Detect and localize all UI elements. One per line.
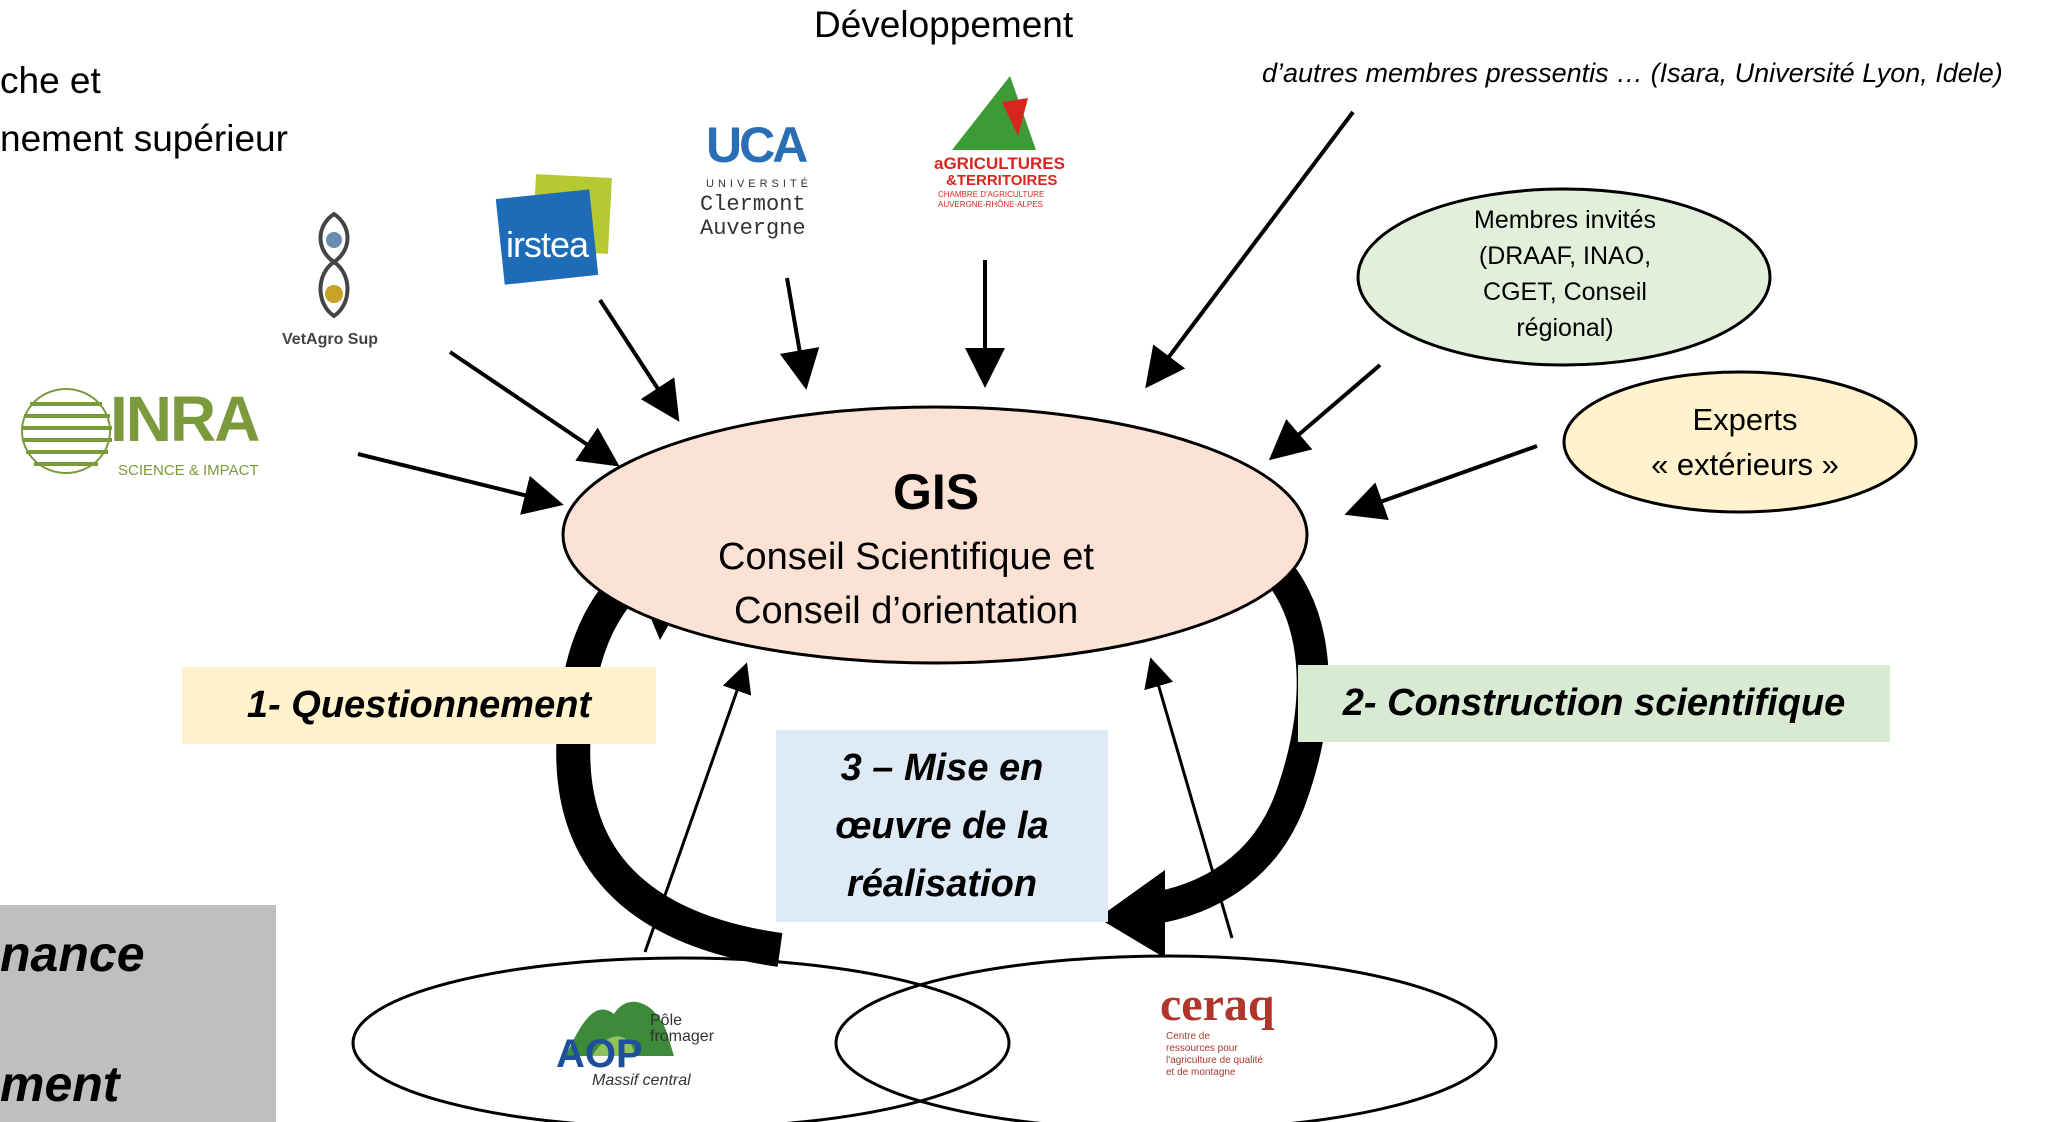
uca-line-1: UNIVERSITÉ bbox=[706, 178, 813, 190]
inra-logo: INRA SCIENCE & IMPACT bbox=[18, 382, 268, 492]
cycle-arrow-right-head bbox=[1098, 870, 1165, 958]
governance-line-2: ment bbox=[0, 1056, 120, 1112]
research-heading-line1: che et bbox=[0, 60, 101, 101]
ceraq-ellipse bbox=[834, 954, 1498, 1122]
vetagro-mark-icon bbox=[318, 211, 350, 319]
step-3-line-2: œuvre de la bbox=[835, 805, 1049, 847]
gis-title: GIS bbox=[893, 464, 980, 520]
step-2-text: 2- Construction scientifique bbox=[1342, 682, 1846, 724]
inra-tagline: SCIENCE & IMPACT bbox=[118, 462, 259, 479]
irstea-logo: irstea bbox=[495, 174, 614, 285]
invited-line-4: régional) bbox=[1516, 314, 1614, 342]
agri-line-4: AUVERGNE-RHÔNE-ALPES bbox=[938, 200, 1043, 209]
research-heading-line2: nement supérieur bbox=[0, 118, 288, 159]
inra-name: INRA bbox=[110, 383, 260, 455]
uca-mark: UCA bbox=[706, 117, 808, 173]
invited-line-1: Membres invités bbox=[1474, 206, 1656, 234]
invited-ellipse bbox=[1356, 187, 1772, 367]
aop-mountain-icon bbox=[566, 1001, 674, 1056]
arrow-irstea bbox=[598, 298, 680, 422]
arrow-invited bbox=[1268, 363, 1382, 461]
arrow-aop-to-gis bbox=[643, 662, 752, 953]
agri-line-1: aGRICULTURES bbox=[934, 154, 1065, 173]
uca-line-2: Clermont bbox=[700, 192, 806, 217]
invited-line-3: CGET, Conseil bbox=[1483, 278, 1647, 306]
arrow-inra bbox=[357, 452, 564, 515]
step-2-scientific-construction: 2- Construction scientifique bbox=[1298, 665, 1890, 742]
step-3-line-1: 3 – Mise en bbox=[840, 747, 1044, 789]
uca-logo: UCA UNIVERSITÉ Clermont Auvergne bbox=[700, 117, 832, 250]
arrow-ceraq-to-gis bbox=[1144, 657, 1234, 939]
gis-line2: Conseil d’orientation bbox=[734, 590, 1079, 632]
vetagro-logo: VetAgro Sup bbox=[270, 206, 400, 356]
chambre-agriculture-logo: aGRICULTURES &TERRITOIRES CHAMBRE D'AGRI… bbox=[928, 72, 1068, 222]
uca-line-3: Auvergne bbox=[700, 216, 806, 241]
arrow-vetagro bbox=[448, 350, 620, 467]
ceraq-line-3: l'agriculture de qualité bbox=[1166, 1055, 1263, 1066]
experts-line-2: « extérieurs » bbox=[1651, 447, 1839, 482]
invited-members-label: Membres invités (DRAAF, INAO, CGET, Cons… bbox=[1400, 202, 1730, 346]
ceraq-line-2: ressources pour bbox=[1166, 1043, 1238, 1054]
aop-logo: AOP Pôle fromager Massif central bbox=[552, 990, 742, 1100]
development-heading: Développement bbox=[814, 4, 1074, 45]
governance-line-1: nance bbox=[0, 926, 145, 982]
ceraq-line-1: Centre de bbox=[1166, 1031, 1210, 1042]
agri-line-3: CHAMBRE D'AGRICULTURE bbox=[938, 190, 1045, 199]
gis-line1: Conseil Scientifique et bbox=[718, 536, 1094, 578]
aop-line-1: Pôle bbox=[650, 1012, 683, 1029]
step-1-questioning: 1- Questionnement bbox=[182, 667, 656, 744]
arrow-uca bbox=[779, 277, 820, 390]
step-3-line-3: réalisation bbox=[846, 863, 1038, 905]
experts-label: Experts « extérieurs » bbox=[1580, 397, 1910, 487]
invited-line-2: (DRAAF, INAO, bbox=[1478, 242, 1652, 270]
ceraq-line-4: et de montagne bbox=[1166, 1067, 1236, 1078]
arrow-other-members bbox=[1145, 110, 1355, 389]
agri-line-2: &TERRITOIRES bbox=[946, 172, 1058, 189]
aop-sub: Massif central bbox=[592, 1072, 691, 1089]
inra-globe-icon bbox=[21, 388, 112, 474]
aop-mark: AOP bbox=[556, 1032, 643, 1076]
gis-ellipse bbox=[561, 405, 1309, 665]
ceraq-name: ceraq bbox=[1160, 978, 1275, 1031]
step-1-text: 1- Questionnement bbox=[246, 684, 592, 726]
irstea-name: irstea bbox=[506, 224, 589, 265]
step-3-implementation: 3 – Mise en œuvre de la réalisation bbox=[776, 730, 1108, 922]
cycle-arrow-left bbox=[556, 550, 783, 967]
ceraq-logo: ceraq Centre de ressources pour l'agricu… bbox=[1160, 978, 1310, 1095]
cycle-arrow-right bbox=[1138, 542, 1329, 926]
vetagro-name: VetAgro Sup bbox=[282, 331, 379, 348]
governance-box: nance ment bbox=[0, 905, 276, 1122]
aop-line-2: fromager bbox=[650, 1028, 715, 1045]
experts-ellipse bbox=[1562, 370, 1918, 514]
arrow-experts bbox=[1344, 444, 1538, 521]
other-members-note: d’autres membres pressentis … (Isara, Un… bbox=[1262, 58, 2003, 88]
aop-ellipse bbox=[351, 956, 1011, 1122]
agri-triangle-icon bbox=[952, 76, 1036, 150]
experts-line-1: Experts bbox=[1692, 402, 1798, 437]
